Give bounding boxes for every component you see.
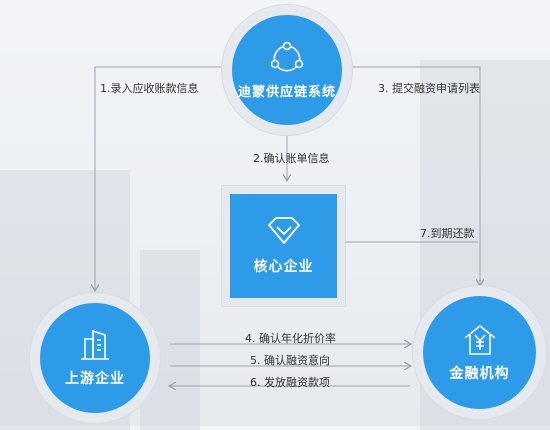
arrow-step-1 bbox=[95, 66, 222, 290]
building-icon bbox=[81, 329, 109, 360]
step-2-label: 2.确认账单信息 bbox=[253, 152, 330, 165]
step-1-label: 1.录入应收账款信息 bbox=[100, 82, 199, 95]
node-core-label: 核心企业 bbox=[253, 259, 314, 275]
share-network-icon bbox=[270, 41, 304, 71]
diamond-icon bbox=[267, 217, 300, 244]
step-6-label: 6. 发放融资款项 bbox=[250, 376, 330, 389]
node-upstream-enterprise: 上游企业 bbox=[30, 293, 160, 423]
step-3-label: 3. 提交融资申请列表 bbox=[378, 82, 480, 95]
node-core-enterprise: 核心企业 bbox=[222, 186, 345, 306]
node-financial-institution: 金融机构 bbox=[413, 286, 546, 419]
step-7-label: 7.到期还款 bbox=[420, 227, 475, 240]
node-dimeng-label: 迪蒙供应链系统 bbox=[237, 84, 336, 100]
node-dimeng-system: 迪蒙供应链系统 bbox=[222, 5, 352, 135]
node-upstream-label: 上游企业 bbox=[65, 371, 125, 387]
arrow-step-3 bbox=[343, 66, 480, 285]
step-5-label: 5. 确认融资意向 bbox=[250, 354, 330, 367]
house-yuan-icon bbox=[464, 324, 495, 355]
step-4-label: 4. 确认年化折价率 bbox=[245, 332, 336, 345]
node-finance-label: 金融机构 bbox=[449, 365, 510, 382]
